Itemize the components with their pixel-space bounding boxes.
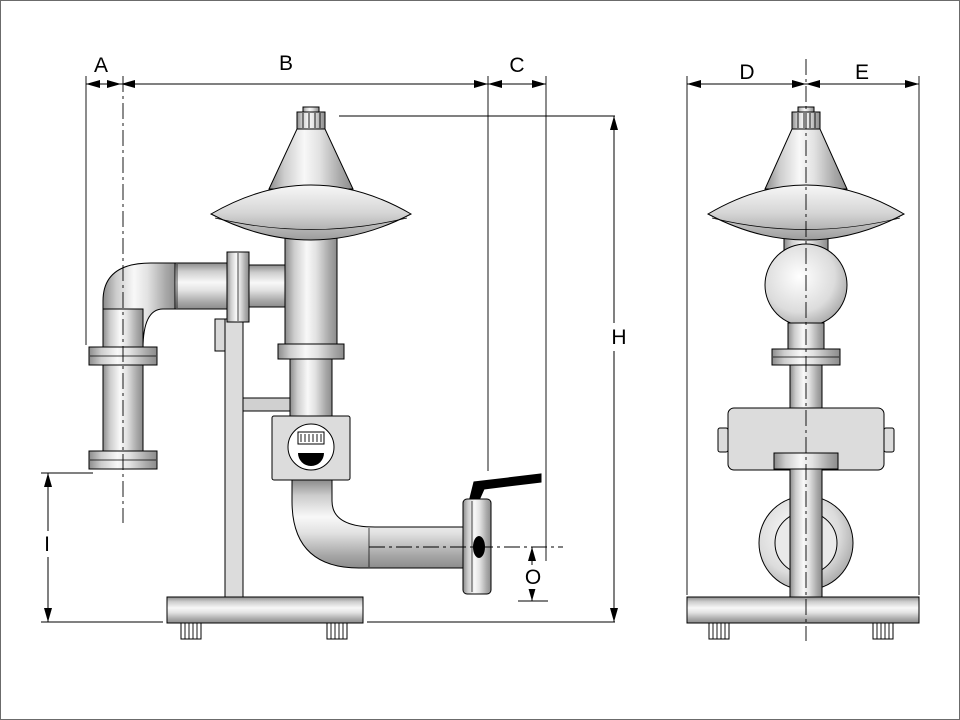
inlet-spool — [248, 264, 288, 308]
valve-neck — [284, 235, 338, 347]
pipe-bracket — [242, 397, 292, 412]
outlet-elbow — [291, 479, 464, 569]
dim-label-c: C — [509, 54, 524, 77]
rv-anchor-bolt-right — [872, 622, 894, 640]
body-flange — [277, 343, 345, 360]
dim-label-o: O — [525, 566, 541, 589]
stand-tab — [214, 318, 226, 352]
stand-column — [224, 318, 244, 598]
dim-a: A — [86, 54, 121, 88]
dim-c: C — [488, 54, 546, 88]
gauge-display — [297, 431, 325, 445]
dim-i: I — [38, 473, 58, 622]
actuator-bonnet — [268, 128, 354, 190]
left-view — [88, 76, 563, 640]
diaphragm-housing — [209, 184, 413, 241]
actuator-cap — [296, 106, 326, 130]
dim-e: E — [806, 61, 919, 88]
dim-o: O — [522, 547, 544, 601]
diaphragm-rim-seam — [214, 217, 408, 230]
dim-b: B — [121, 52, 488, 88]
gauge-box — [271, 415, 351, 481]
body-pipe — [289, 358, 333, 420]
anchor-bolt-right — [326, 622, 348, 640]
anchor-bolt-left — [180, 622, 202, 640]
rv-base-plate — [686, 596, 920, 624]
dim-label-h: H — [611, 326, 626, 349]
right-view — [686, 59, 920, 641]
rv-anchor-bolt-left — [708, 622, 730, 640]
dim-label-b: B — [279, 52, 293, 75]
dimensions: A B C D E H I O — [38, 52, 920, 623]
dim-label-i: I — [44, 533, 50, 556]
dim-label-d: D — [739, 61, 754, 84]
dim-d: D — [687, 61, 806, 88]
inlet-pipe-horizontal — [174, 262, 228, 310]
base-plate — [166, 596, 364, 624]
gauge-needle — [298, 453, 324, 466]
valve-handle — [469, 473, 542, 499]
dim-label-e: E — [855, 61, 869, 84]
dim-label-a: A — [94, 54, 108, 77]
dim-h: H — [607, 116, 631, 622]
